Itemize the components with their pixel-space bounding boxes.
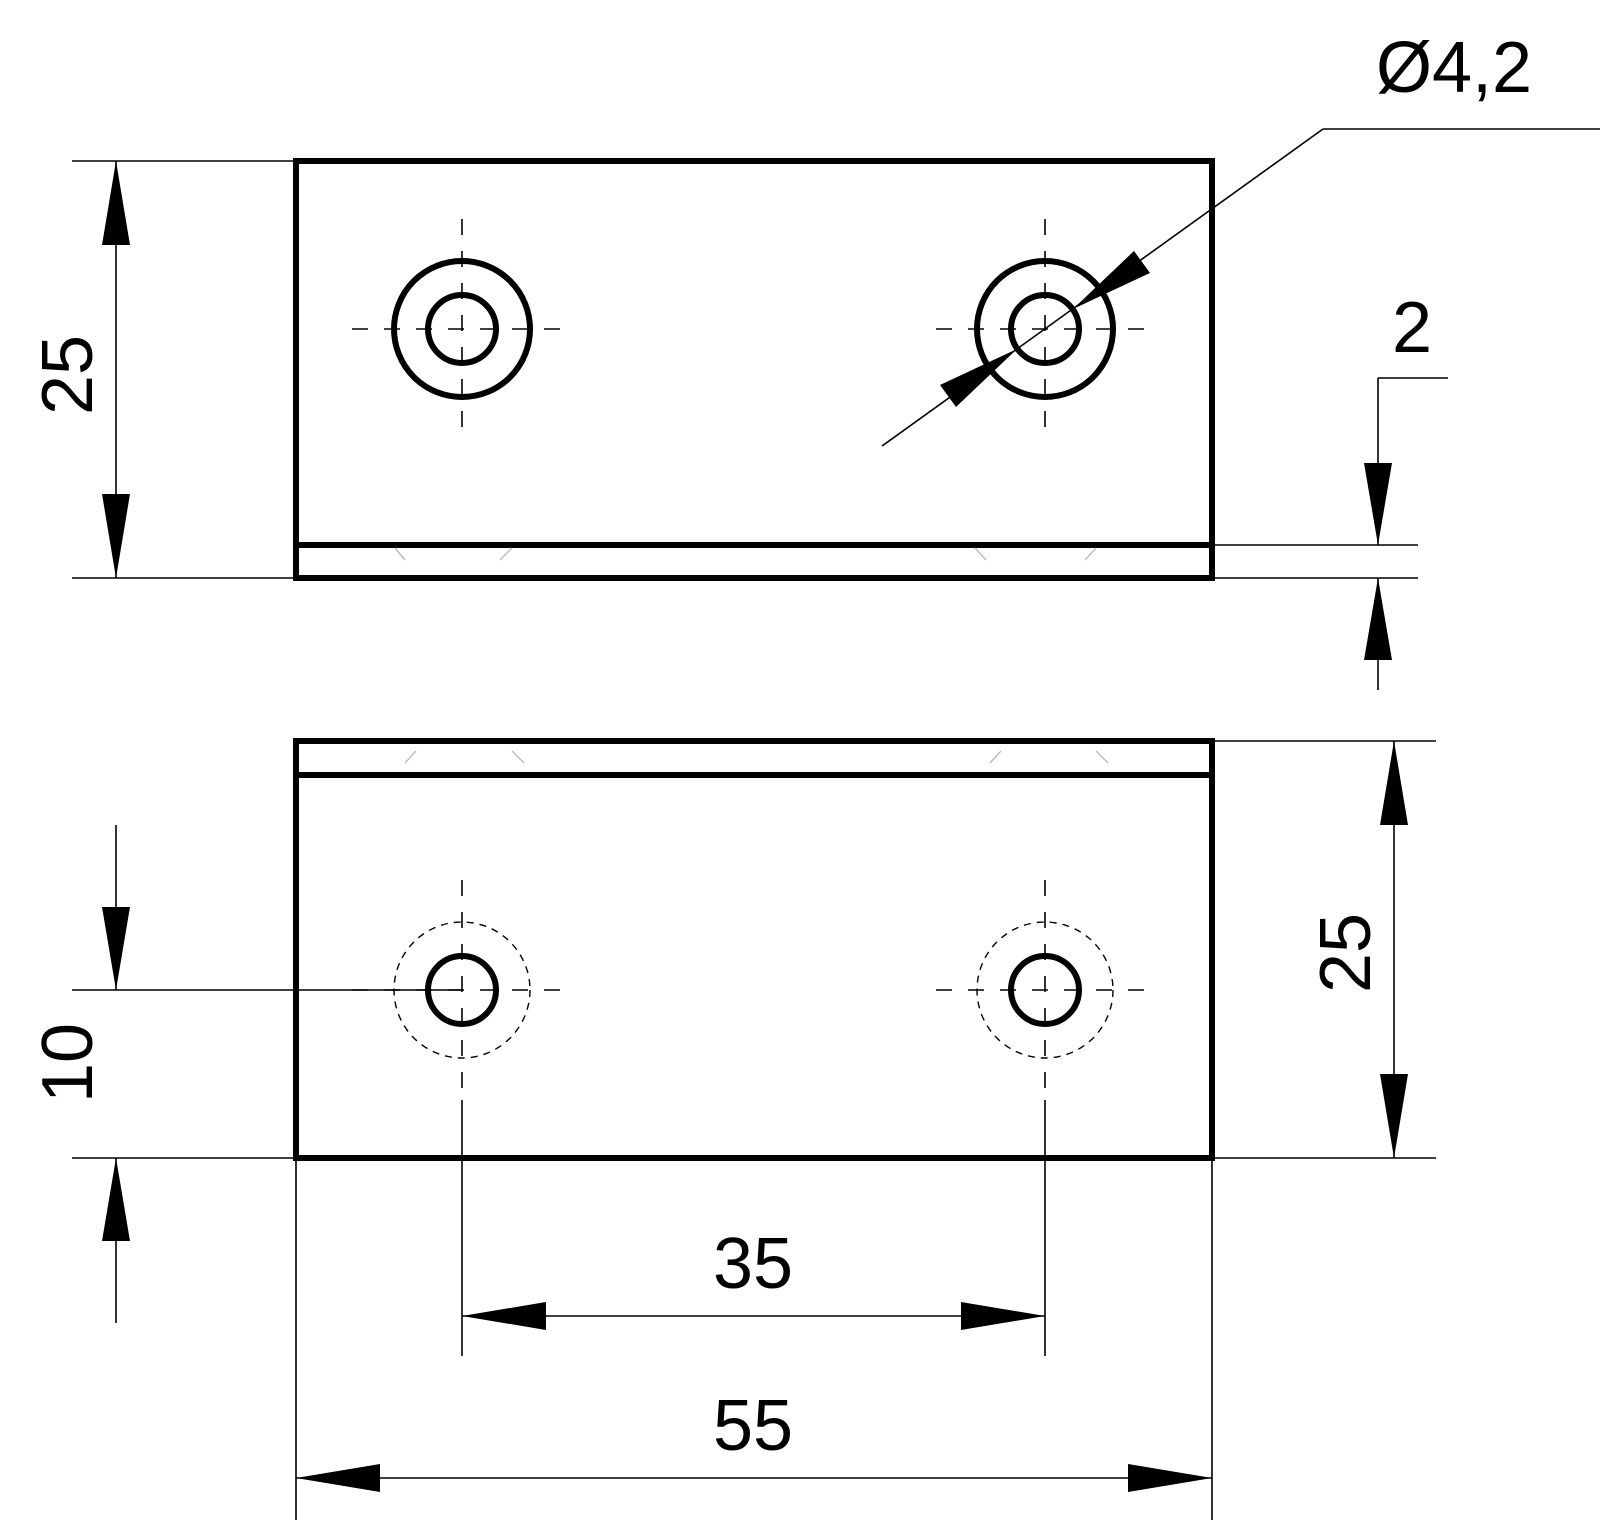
hole-offset-label: 10	[28, 1023, 108, 1103]
top-left-hole	[352, 219, 574, 441]
bottom-right-hole	[936, 880, 1158, 1100]
overall-length-arrow-left	[296, 1464, 380, 1492]
bottom-height-arrow-up	[1380, 741, 1408, 825]
diameter-arrow-lower	[940, 349, 1017, 407]
top-view-chamfer-hints	[394, 547, 1097, 561]
hole-spacing-label: 35	[713, 1224, 793, 1304]
bottom-view-chamfer-hints	[404, 750, 1109, 764]
top-height-arrow-up	[102, 161, 130, 245]
bottom-view-outline	[293, 738, 1215, 1161]
top-view: Ø4,2 25 2	[28, 28, 1600, 690]
flange-arrow-up	[1364, 578, 1392, 660]
overall-length-arrow-right	[1128, 1464, 1212, 1492]
bottom-view: 10 25 35 55	[28, 738, 1436, 1520]
top-right-hole	[936, 219, 1158, 441]
hole-spacing-dimension: 35	[461, 1100, 1046, 1356]
flange-thickness-label: 2	[1392, 288, 1432, 368]
hole-offset-arrow-up	[102, 1158, 130, 1241]
diameter-dimension: Ø4,2	[881, 28, 1600, 447]
flange-thickness-dimension: 2	[1212, 288, 1448, 690]
overall-length-label: 55	[713, 1386, 793, 1466]
bottom-height-label: 25	[1306, 913, 1386, 993]
hole-spacing-arrow-left	[462, 1302, 546, 1330]
top-height-dimension: 25	[28, 160, 296, 579]
hole-offset-dimension: 10	[28, 825, 462, 1323]
diameter-arrow-upper	[1073, 251, 1150, 309]
top-height-arrow-down	[102, 494, 130, 578]
bottom-height-arrow-down	[1380, 1074, 1408, 1158]
top-view-outline	[293, 158, 1215, 581]
bottom-height-dimension: 25	[1212, 740, 1436, 1159]
overall-length-dimension: 55	[295, 1158, 1213, 1520]
flange-arrow-down	[1364, 463, 1392, 545]
hole-spacing-arrow-right	[961, 1302, 1045, 1330]
hole-offset-arrow-down	[102, 907, 130, 990]
top-height-label: 25	[28, 335, 108, 415]
diameter-label: Ø4,2	[1376, 28, 1532, 108]
